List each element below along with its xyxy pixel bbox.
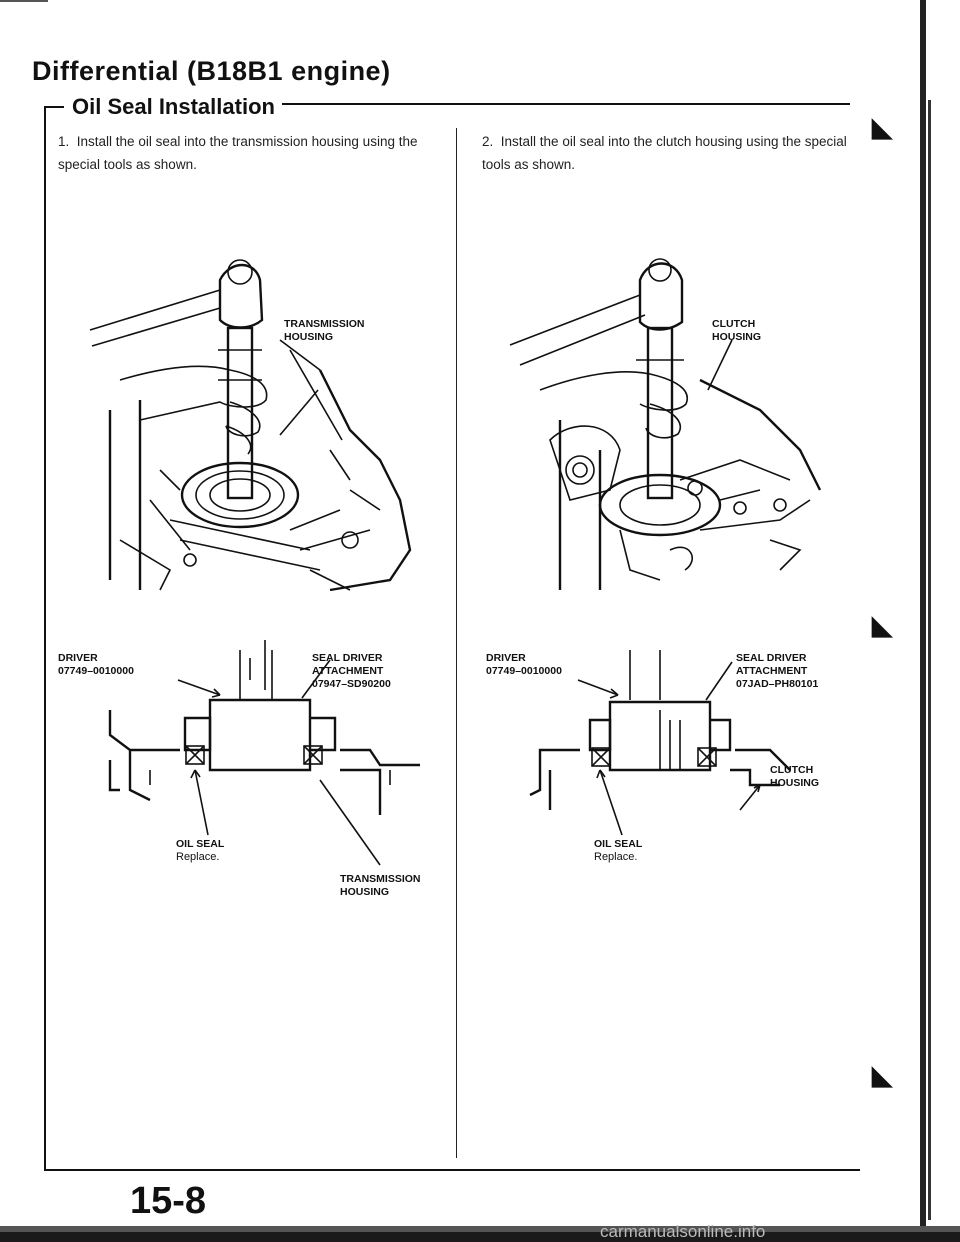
step-2-number: 2.	[482, 134, 494, 149]
left-driver-label: DRIVER 07749–0010000	[58, 652, 134, 678]
scan-edge-right	[920, 0, 926, 1242]
left-housing-label: TRANSMISSION HOUSING	[284, 318, 365, 344]
left-cross-section-diagram	[108, 640, 420, 866]
watermark-text: carmanualsonline.info	[600, 1222, 766, 1241]
step-2-text: Install the oil seal into the clutch hou…	[482, 134, 847, 172]
right-side-housing-label-line2: HOUSING	[770, 777, 820, 789]
left-housing-label-line2: HOUSING	[284, 331, 334, 343]
page-number: 15-8	[130, 1180, 207, 1222]
left-attachment-label-line1: SEAL DRIVER	[312, 652, 383, 664]
section-subtitle: Oil Seal Installation	[72, 94, 275, 119]
left-bottom-housing-label-line2: HOUSING	[340, 886, 390, 898]
left-oil-seal-label-line1: OIL SEAL	[176, 838, 225, 850]
bottom-scan-bar-dark	[0, 1232, 960, 1242]
right-housing-label-line2: HOUSING	[712, 331, 762, 343]
scan-edge-right-inner	[928, 100, 931, 1220]
frame-bottom-rule	[44, 1169, 860, 1171]
margin-mark-2: ◣	[872, 610, 892, 640]
right-side-housing-label-line1: CLUTCH	[770, 764, 814, 776]
left-attachment-label: SEAL DRIVER ATTACHMENT 07947–SD90200	[312, 652, 391, 691]
left-driver-label-line2: 07749–0010000	[58, 665, 134, 677]
step-2: 2. Install the oil seal into the clutch …	[482, 130, 852, 176]
right-driver-label-line2: 07749–0010000	[486, 665, 562, 677]
subtitle-rule-left	[44, 106, 64, 108]
right-side-housing-label: CLUTCH HOUSING	[770, 764, 819, 790]
right-housing-label: CLUTCH HOUSING	[712, 318, 761, 344]
scan-edge-top	[0, 0, 48, 2]
right-driver-label-line1: DRIVER	[486, 652, 526, 664]
subtitle-rule-right	[282, 103, 850, 105]
step-1-text: Install the oil seal into the transmissi…	[58, 134, 418, 172]
left-driver-label-line1: DRIVER	[58, 652, 98, 664]
right-attachment-label-line2: ATTACHMENT	[736, 665, 808, 677]
step-1-number: 1.	[58, 134, 70, 149]
step-1: 1. Install the oil seal into the transmi…	[58, 130, 438, 176]
right-attachment-label: SEAL DRIVER ATTACHMENT 07JAD–PH80101	[736, 652, 818, 691]
left-bottom-housing-label: TRANSMISSION HOUSING	[340, 873, 421, 899]
left-attachment-label-line3: 07947–SD90200	[312, 678, 391, 690]
right-oil-seal-label-line1: OIL SEAL	[594, 838, 643, 850]
right-housing-label-line1: CLUTCH	[712, 318, 756, 330]
left-oil-seal-label-line2: Replace.	[176, 851, 220, 863]
margin-mark-3: ◣	[872, 1060, 892, 1090]
margin-mark-1: ◣	[872, 112, 892, 142]
right-oil-seal-label-line2: Replace.	[594, 851, 638, 863]
left-attachment-label-line2: ATTACHMENT	[312, 665, 384, 677]
right-attachment-label-line1: SEAL DRIVER	[736, 652, 807, 664]
clutch-housing-illustration	[509, 258, 822, 590]
right-oil-seal-label: OIL SEAL Replace.	[594, 838, 642, 864]
column-divider	[456, 128, 457, 1158]
right-driver-label: DRIVER 07749–0010000	[486, 652, 562, 678]
left-housing-label-line1: TRANSMISSION	[284, 318, 365, 330]
frame-left-rule	[44, 106, 46, 1171]
left-oil-seal-label: OIL SEAL Replace.	[176, 838, 224, 864]
right-attachment-label-line3: 07JAD–PH80101	[736, 678, 819, 690]
left-bottom-housing-label-line1: TRANSMISSION	[340, 873, 421, 885]
transmission-housing-illustration	[89, 259, 412, 592]
right-cross-section-diagram	[529, 650, 791, 836]
page-title: Differential (B18B1 engine)	[32, 56, 391, 86]
